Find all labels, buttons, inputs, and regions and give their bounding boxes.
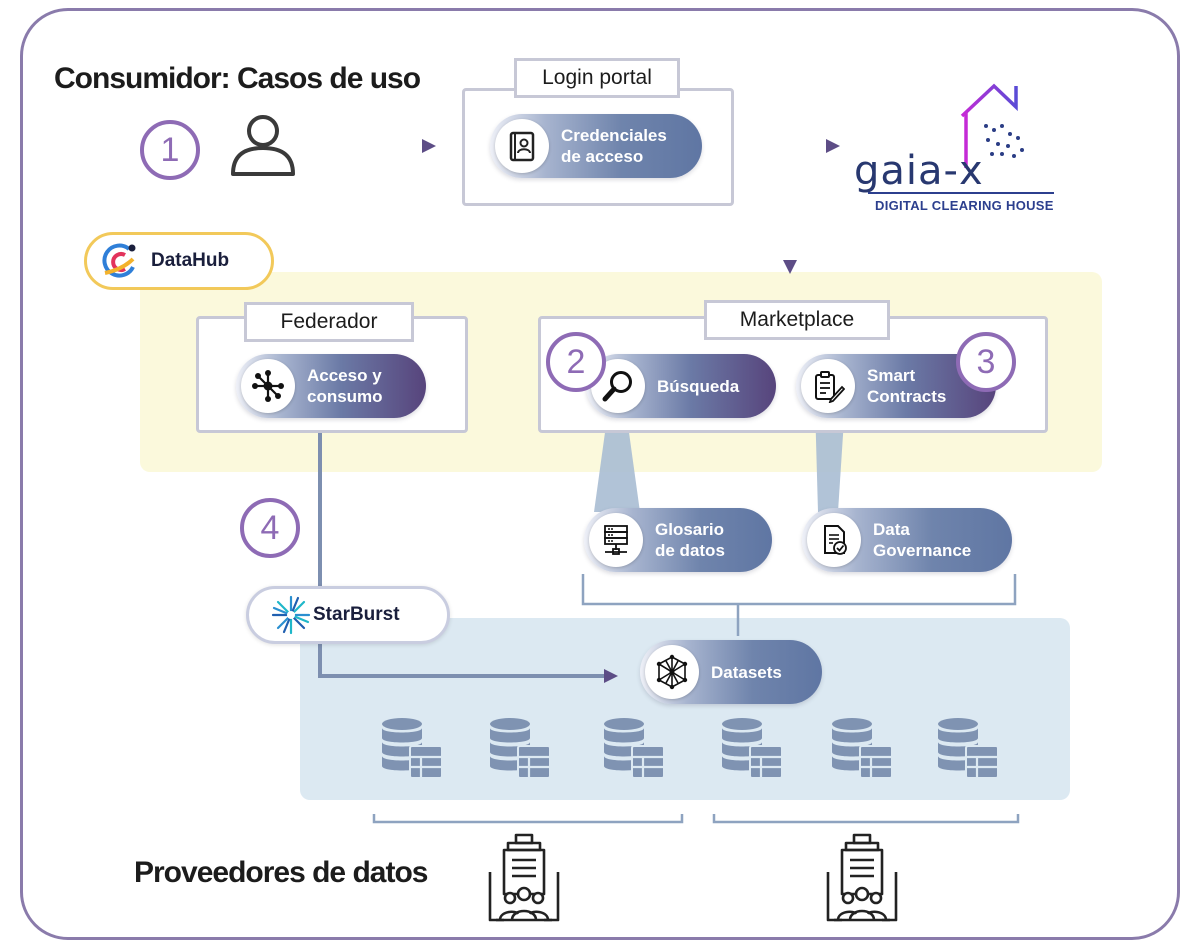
arrowhead-marketplace (783, 260, 797, 274)
arrowhead-login (422, 139, 436, 153)
federador-title: Federador (244, 302, 414, 342)
providers-heading: Proveedores de datos (134, 856, 428, 889)
line-federador-to-datasets (318, 432, 606, 678)
credentials-label: Credenciales de acceso (561, 126, 667, 166)
gaiax-house-logo-icon (960, 83, 1024, 168)
governance-pill[interactable]: Data Governance (802, 508, 1012, 572)
user-icon (231, 115, 295, 176)
document-check-icon (807, 513, 861, 567)
datahub-name: DataHub (151, 250, 230, 271)
bracket-upper (581, 574, 1017, 606)
database-table-icon (720, 716, 784, 785)
smart-contracts-pill[interactable]: Smart Contracts (796, 354, 996, 418)
glossary-pill[interactable]: Glosario de datos (584, 508, 772, 572)
gaiax-subtitle: DIGITAL CLEARING HOUSE (875, 198, 1054, 213)
contact-card-icon (495, 119, 549, 173)
starburst-name: StarBurst (313, 604, 400, 625)
starburst-badge: StarBurst (246, 586, 450, 644)
bracket-right (712, 814, 1020, 824)
database-table-icon (936, 716, 1000, 785)
database-table-icon (488, 716, 552, 785)
starburst-logo-icon (271, 595, 311, 635)
database-table-icon (380, 716, 444, 785)
step-number-1: 1 (140, 120, 200, 180)
search-pill[interactable]: Búsqueda (586, 354, 776, 418)
clipboard-pen-icon (801, 359, 855, 413)
mesh-network-icon (645, 645, 699, 699)
database-table-icon (602, 716, 666, 785)
gaiax-divider (868, 192, 1054, 194)
login-portal-title: Login portal (514, 58, 680, 98)
building-people-icon (486, 832, 562, 929)
datahub-badge: DataHub (84, 232, 274, 290)
server-icon (589, 513, 643, 567)
smart-contracts-label: Smart Contracts (867, 366, 947, 406)
search-label: Búsqueda (657, 376, 740, 396)
access-consume-label: Acceso y consumo (307, 366, 383, 406)
governance-label: Data Governance (873, 520, 972, 560)
credentials-pill[interactable]: Credenciales de acceso (490, 114, 702, 178)
datasets-pill[interactable]: Datasets (640, 640, 822, 704)
step-number-4: 4 (240, 498, 300, 558)
consumer-heading: Consumidor: Casos de uso (54, 62, 421, 95)
datahub-logo-icon (102, 243, 136, 278)
network-hub-icon (241, 359, 295, 413)
marketplace-title: Marketplace (704, 300, 890, 340)
callout-search-glossary (594, 418, 640, 512)
gaiax-wordmark: gaia-x (854, 148, 984, 194)
access-consume-pill[interactable]: Acceso y consumo (236, 354, 426, 418)
datasets-label: Datasets (711, 662, 782, 682)
building-people-icon (824, 832, 900, 929)
arrowhead-gaiax (826, 139, 840, 153)
step-number-3: 3 (956, 332, 1016, 392)
database-table-icon (830, 716, 894, 785)
step-number-2: 2 (546, 332, 606, 392)
bracket-left (372, 814, 684, 824)
arrowhead-datasets (604, 669, 618, 683)
diagram-frame (20, 8, 1180, 940)
glossary-label: Glosario de datos (655, 520, 725, 560)
